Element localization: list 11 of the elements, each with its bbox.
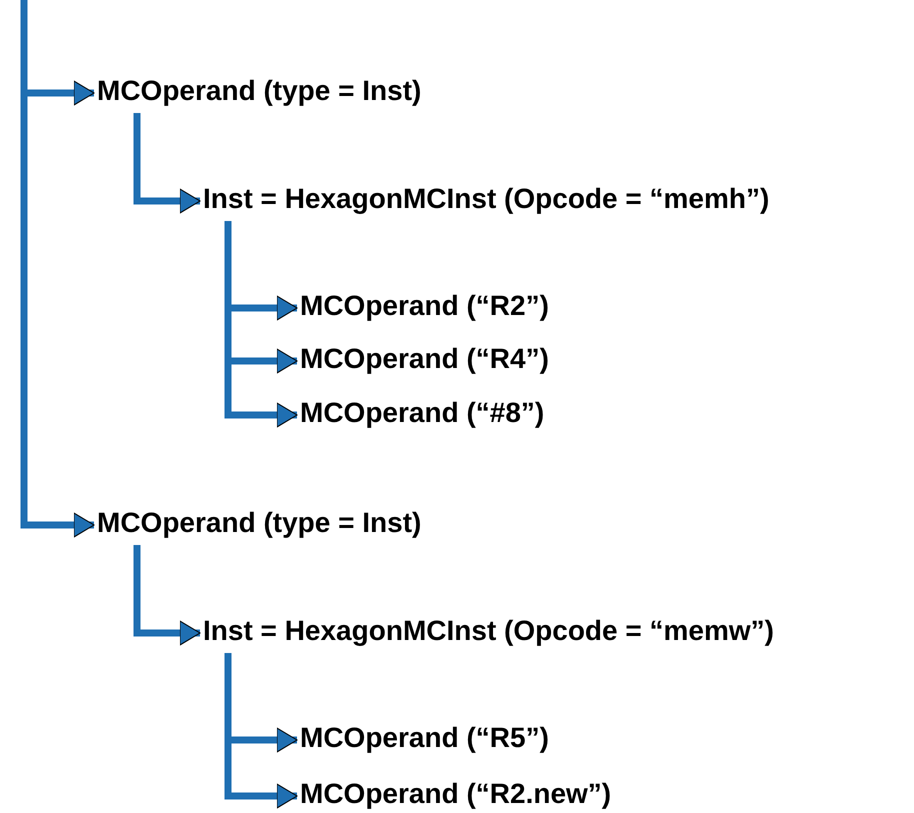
arrow [134, 545, 200, 646]
node-label: MCOperand (“R2.new”) [300, 778, 612, 813]
node-label: MCOperand (“#8”) [300, 397, 544, 433]
node-label: Inst = HexagonMCInst (Opcode = “memw”) [203, 615, 774, 651]
node-label: MCOperand (“R4”) [300, 343, 549, 379]
node-label: MCOperand (type = Inst) [97, 75, 422, 111]
node-label: Inst = HexagonMCInst (Opcode = “memh”) [203, 183, 770, 219]
node-label: MCOperand (type = Inst) [97, 507, 422, 543]
node-label: MCOperand (“R2”) [300, 290, 549, 326]
arrow [134, 113, 200, 214]
node-label: MCOperand (“R5”) [300, 722, 549, 758]
